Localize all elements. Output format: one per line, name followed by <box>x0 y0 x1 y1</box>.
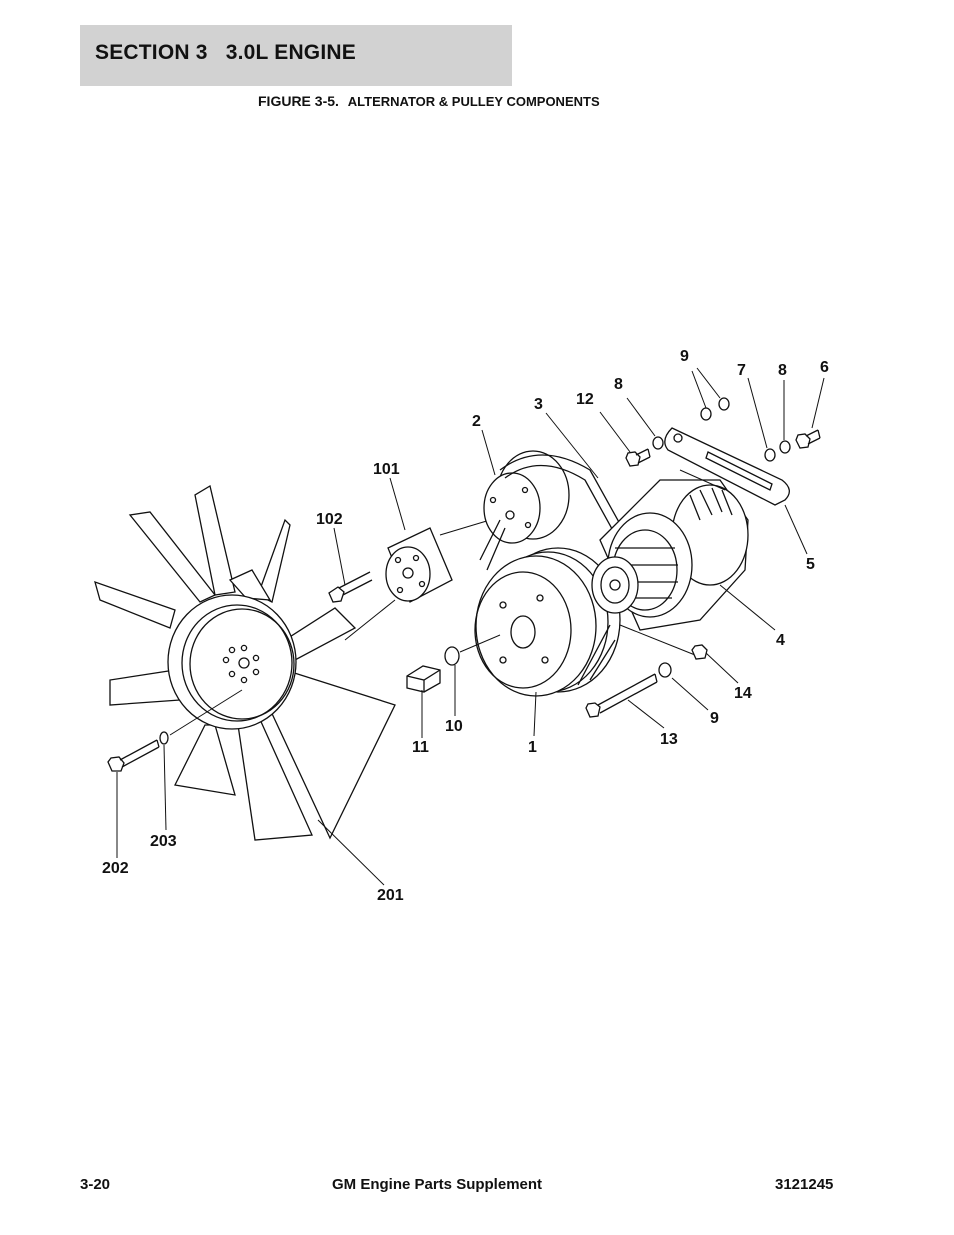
callout-202: 202 <box>102 860 129 877</box>
strap-hardware <box>625 397 821 467</box>
adjustment-strap <box>664 427 790 506</box>
crank-pulley <box>474 547 621 697</box>
part-number: 3121245 <box>775 1176 834 1193</box>
callout-5: 5 <box>806 556 815 573</box>
page-number: 3-20 <box>80 1176 111 1193</box>
callout-4: 4 <box>776 632 785 649</box>
callout-13: 13 <box>660 731 678 748</box>
figure-number: FIGURE 3-5. <box>258 93 339 109</box>
callout-12: 12 <box>576 391 594 408</box>
callout-203: 203 <box>150 833 177 850</box>
callout-9-low: 9 <box>710 710 719 727</box>
fan-assembly <box>94 484 396 841</box>
figure-caption: FIGURE 3-5. ALTERNATOR & PULLEY COMPONEN… <box>258 93 600 111</box>
section-title: SECTION 3 3.0L ENGINE <box>95 41 356 64</box>
callout-14: 14 <box>734 685 752 702</box>
callout-8-left: 8 <box>614 376 623 393</box>
callout-8-right: 8 <box>778 362 787 379</box>
callout-1: 1 <box>528 739 537 756</box>
section-header-bar: SECTION 3 3.0L ENGINE <box>80 25 512 86</box>
callout-7: 7 <box>737 362 746 379</box>
callout-102: 102 <box>316 511 343 528</box>
alternator <box>591 479 749 631</box>
fan-spacer-and-bolt <box>328 519 491 641</box>
callout-9-top: 9 <box>680 348 689 365</box>
fan-bolt-and-washer <box>107 689 243 772</box>
callout-101: 101 <box>373 461 400 478</box>
leader-lines <box>116 367 825 886</box>
callout-numbers: 9 7 8 6 8 12 3 2 101 102 5 4 14 9 13 10 … <box>102 348 829 904</box>
figure-title: ALTERNATOR & PULLEY COMPONENTS <box>347 94 600 109</box>
lower-hardware <box>406 624 708 718</box>
callout-10: 10 <box>445 718 463 735</box>
callout-201: 201 <box>377 887 404 904</box>
callout-3: 3 <box>534 396 543 413</box>
upper-pulley <box>483 450 570 544</box>
callout-6: 6 <box>820 359 829 376</box>
callout-11: 11 <box>412 739 429 756</box>
callout-2: 2 <box>472 413 481 430</box>
publication-title: GM Engine Parts Supplement <box>332 1176 543 1193</box>
